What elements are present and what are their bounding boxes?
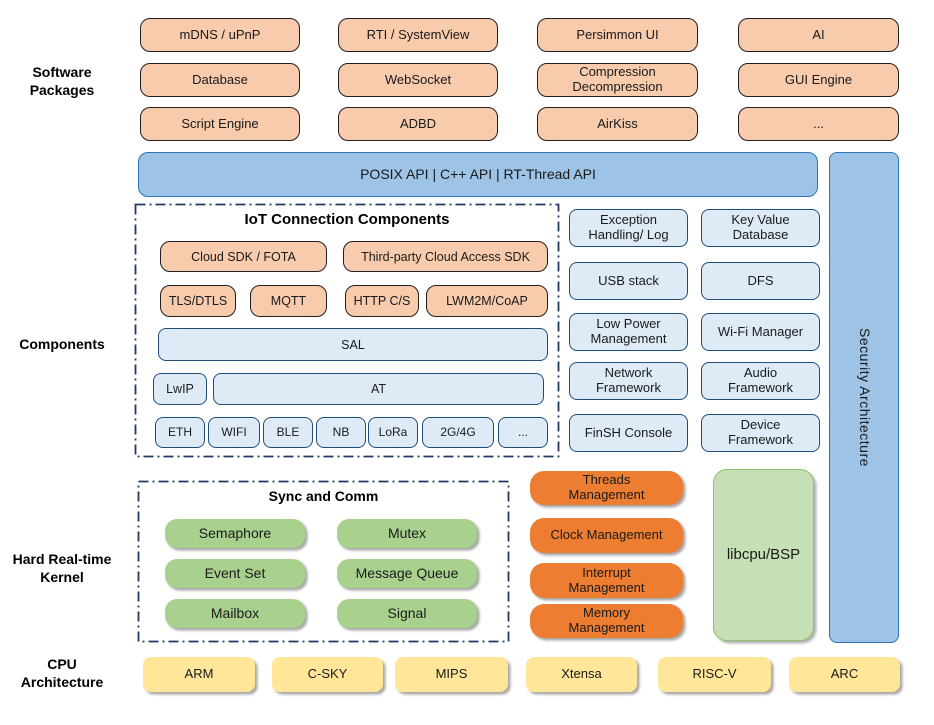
iot-eth: ETH [155, 417, 205, 448]
iot-lwip: LwIP [153, 373, 207, 405]
pkg-gui-engine: GUI Engine [738, 63, 899, 97]
kernel-signal: Signal [337, 599, 477, 628]
dashed-border [134, 203, 560, 458]
cpu-c-sky: C-SKY [272, 657, 383, 692]
dashed-border [137, 480, 510, 643]
pkg-compression-decompression: Compression Decompression [537, 63, 698, 97]
comp-dfs: DFS [701, 262, 820, 300]
label-software-packages: Software Packages [29, 64, 95, 98]
cpu-arm: ARM [143, 657, 255, 692]
kernel-threads-management: Threads Management [530, 471, 683, 505]
iot-tls-dtls: TLS/DTLS [160, 285, 236, 317]
pkg-websocket: WebSocket [338, 63, 498, 97]
comp-key-value-database: Key Value Database [701, 209, 820, 247]
label-hard-real-time-kernel: Hard Real-time Kernel [12, 551, 112, 585]
comp-audio-framework: Audio Framework [701, 362, 820, 400]
cpu-xtensa: Xtensa [526, 657, 637, 692]
kernel-mailbox: Mailbox [165, 599, 305, 628]
kernel-clock-management: Clock Management [530, 518, 683, 553]
iot-cloud-sdk-fota: Cloud SDK / FOTA [160, 241, 327, 272]
api-bar: POSIX API | C++ API | RT-Thread API [138, 152, 818, 197]
pkg-ai: AI [738, 18, 899, 52]
iot-sal: SAL [158, 328, 548, 361]
libcpu-bsp-box: libcpu/BSP [713, 469, 814, 641]
comp-wifi-manager: Wi-Fi Manager [701, 313, 820, 351]
pkg-airkiss: AirKiss [537, 107, 698, 141]
security-architecture-bar: Security Architecture [829, 152, 899, 643]
pkg-adbd: ADBD [338, 107, 498, 141]
iot-http-cs: HTTP C/S [345, 285, 419, 317]
cpu-risc-v: RISC-V [658, 657, 771, 692]
comp-low-power-management: Low Power Management [569, 313, 688, 351]
comp-exception-handling-log: Exception Handling/ Log [569, 209, 688, 247]
pkg-rti-systemview: RTI / SystemView [338, 18, 498, 52]
pkg-more: ... [738, 107, 899, 141]
pkg-persimmon-ui: Persimmon UI [537, 18, 698, 52]
comp-usb-stack: USB stack [569, 262, 688, 300]
iot-components-group [134, 203, 560, 458]
comp-finsh-console: FinSH Console [569, 414, 688, 452]
iot-wifi: WIFI [208, 417, 260, 448]
iot-lora: LoRa [368, 417, 418, 448]
iot-lwm2m-coap: LWM2M/CoAP [426, 285, 548, 317]
comp-device-framework: Device Framework [701, 414, 820, 452]
pkg-mdns-upnp: mDNS / uPnP [140, 18, 300, 52]
sync-and-comm-title: Sync and Comm [268, 488, 379, 504]
label-components: Components [19, 336, 105, 352]
kernel-event-set: Event Set [165, 559, 305, 588]
iot-ble: BLE [263, 417, 313, 448]
kernel-semaphore: Semaphore [165, 519, 305, 548]
sync-and-comm-group [137, 480, 510, 643]
kernel-message-queue: Message Queue [337, 559, 477, 588]
pkg-script-engine: Script Engine [140, 107, 300, 141]
kernel-interrupt-management: Interrupt Management [530, 563, 683, 598]
iot-components-title: IoT Connection Components [244, 211, 450, 228]
iot-nb: NB [316, 417, 366, 448]
iot-2g-4g: 2G/4G [422, 417, 494, 448]
cpu-arc: ARC [789, 657, 900, 692]
iot-at: AT [213, 373, 544, 405]
cpu-mips: MIPS [395, 657, 508, 692]
label-cpu-architecture: CPU Architecture [20, 656, 104, 690]
comp-network-framework: Network Framework [569, 362, 688, 400]
kernel-memory-management: Memory Management [530, 604, 683, 638]
kernel-mutex: Mutex [337, 519, 477, 548]
pkg-database: Database [140, 63, 300, 97]
iot-third-party-cloud-sdk: Third-party Cloud Access SDK [343, 241, 548, 272]
iot-more: ... [498, 417, 548, 448]
iot-mqtt: MQTT [250, 285, 327, 317]
